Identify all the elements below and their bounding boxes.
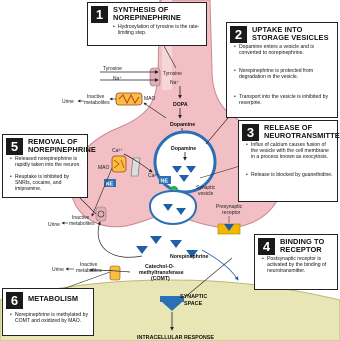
callout-4-number: 4 <box>258 238 275 255</box>
callout-2-bullet-1: Dopamine enters a vesicle and is convert… <box>239 45 333 57</box>
callout-5-bullet-1: Released norepinephrine is rapidly taken… <box>15 157 83 169</box>
callout-1-title: SYNTHESIS OF NOREPINEPHRINE <box>113 6 203 22</box>
callout-uptake: 2 UPTAKE INTO STORAGE VESICLES Dopamine … <box>226 22 338 118</box>
callout-removal: 5 REMOVAL OF NOREPINEPHRINE Released nor… <box>2 134 88 198</box>
callout-2-bullet-3: Transport into the vesicle is inhibited … <box>239 95 333 107</box>
mao-enzyme-top <box>116 93 142 105</box>
reuptake-ne-label: NE <box>106 182 114 188</box>
reuptake-loop-arrow <box>98 222 142 257</box>
calcium-inside-label: Ca²⁺ <box>148 173 159 179</box>
callout-2-bullet-2: Norepinephrine is protected from degrada… <box>239 69 333 81</box>
callout-1-number: 1 <box>91 6 108 23</box>
presynaptic-receptor-label-2: receptor <box>222 210 241 216</box>
comt-label-3: (COMT) <box>151 276 170 282</box>
urine-middle-label: Urine <box>48 222 60 228</box>
callout-release: 3 RELEASE OF NEUROTRANSMITTER Influx of … <box>238 120 338 202</box>
urine-top-label: Urine <box>62 99 74 105</box>
vesicle-ne-label: NE <box>161 179 169 185</box>
presynaptic-receptor-icon <box>218 224 240 234</box>
callout-3-bullet-1: Influx of calcium causes fusion of the v… <box>251 143 333 161</box>
callout-6-bullet-1: Norepinephrine is methylated by COMT and… <box>15 313 89 325</box>
norepinephrine-label: Norepinephrine <box>170 254 208 260</box>
synaptic-vesicle-label-2: vesicle <box>198 191 214 197</box>
callout-5-bullet-2: Reuptake is inhibited by SNRIs, cocaine,… <box>15 175 83 193</box>
callout-5-number: 5 <box>6 138 23 155</box>
inactive-top-label-2: metabolites <box>84 100 110 106</box>
callout-6-title: METABOLISM <box>28 295 90 303</box>
urine-low-label: Urine <box>52 267 64 273</box>
callout-metabolism: 6 METABOLISM Norepinephrine is methylate… <box>2 288 94 336</box>
tyrosine-inside-label: Tyrosine <box>163 71 182 77</box>
callout-4-bullet-1: Postsynaptic receptor is activated by th… <box>267 257 333 275</box>
callout-5-title: REMOVAL OF NOREPINEPHRINE <box>28 138 84 154</box>
dopamine-vesicle-label: Dopamine <box>171 146 196 152</box>
mao-enzyme-middle <box>112 156 126 172</box>
callout-3-title: RELEASE OF NEUROTRANSMITTER <box>264 124 334 140</box>
inactive-middle-label-2: metabolites <box>69 221 95 227</box>
fusing-vesicle <box>150 191 196 224</box>
callout-6-number: 6 <box>6 292 23 309</box>
synaptic-space-label-2: SPACE <box>184 301 203 307</box>
callout-3-bullet-2: Release is blocked by guanethidine. <box>251 173 333 179</box>
tyrosine-outside-label: Tyrosine <box>103 66 122 72</box>
mao-middle-label: MAO <box>98 165 110 171</box>
synaptic-space-label-1: SYNAPTIC <box>180 294 207 300</box>
dopa-label: DOPA <box>173 102 188 108</box>
na-inside-label: Na⁺ <box>170 80 179 86</box>
callout-2-number: 2 <box>230 26 247 43</box>
callout-2-title: UPTAKE INTO STORAGE VESICLES <box>252 26 334 42</box>
mao-top-label: MAO <box>144 96 156 102</box>
callout-synthesis: 1 SYNTHESIS OF NOREPINEPHRINE Hydroxylat… <box>87 2 207 46</box>
callout-3-number: 3 <box>242 124 259 141</box>
reuptake-transporter <box>96 207 106 221</box>
callout-1-bullet-1: Hydroxylation of tyrosine is the rate-li… <box>118 25 202 37</box>
na-outside-label: Na⁺ <box>113 76 122 82</box>
dopamine-label: Dopamine <box>170 122 195 128</box>
calcium-outside-label: Ca²⁺ <box>112 148 123 154</box>
callout-4-title: BINDING TO RECEPTOR <box>280 238 334 254</box>
callout-binding: 4 BINDING TO RECEPTOR Postsynaptic recep… <box>254 234 338 290</box>
inactive-low-label-2: metabolites <box>76 268 102 274</box>
comt-enzyme-icon <box>110 266 120 280</box>
intracellular-response-label: INTRACELLULAR RESPONSE <box>137 335 214 341</box>
